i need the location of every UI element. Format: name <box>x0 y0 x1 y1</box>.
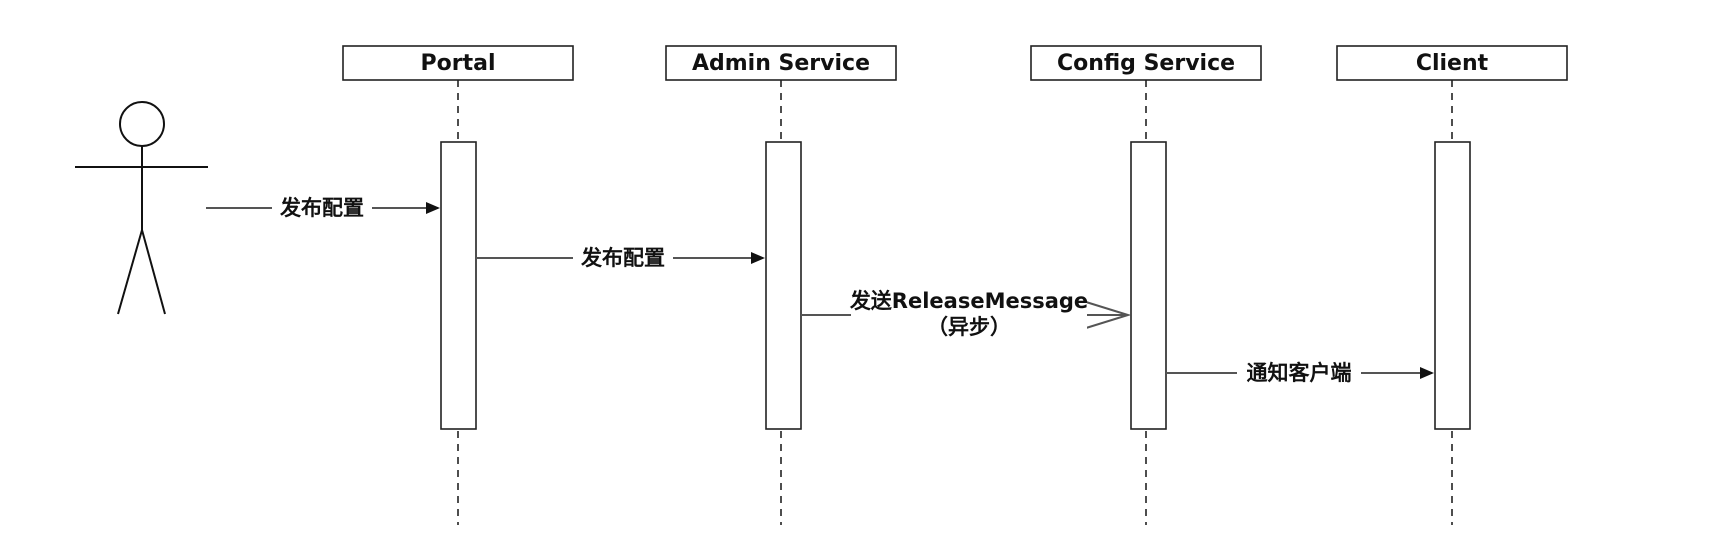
message-label: 发布配置 <box>279 196 364 220</box>
activation-bar-admin-service <box>765 141 802 430</box>
lifeline-title-portal: Portal <box>421 51 496 76</box>
message-admin-to-config-service: 发送ReleaseMessage （异步） <box>801 288 1132 339</box>
actor-figure <box>75 101 208 315</box>
lifeline-title-config-service: Config Service <box>1057 51 1235 76</box>
message-sublabel: （异步） <box>927 315 1011 339</box>
message-label: 发布配置 <box>580 246 665 270</box>
message-label: 发送ReleaseMessage <box>849 289 1088 313</box>
activation-bar-portal <box>440 141 477 430</box>
lifeline-header-portal <box>342 45 574 81</box>
lifeline-config-service: Config Service <box>1030 45 1262 525</box>
activation-bar-client <box>1434 141 1471 430</box>
lifeline-title-admin-service: Admin Service <box>692 51 870 76</box>
lifeline-title-client: Client <box>1416 51 1489 76</box>
lifeline-portal: Portal <box>342 45 574 525</box>
message-portal-to-admin-service: 发布配置 <box>476 243 765 273</box>
open-arrow-head <box>1085 301 1132 329</box>
lifeline-admin-service: Admin Service <box>665 45 897 525</box>
message-label: 通知客户端 <box>1247 361 1352 385</box>
activation-bar-config-service <box>1130 141 1167 430</box>
lifeline-header-client <box>1336 45 1568 81</box>
lifeline-header-config-service <box>1030 45 1262 81</box>
lifeline-client: Client <box>1336 45 1568 525</box>
message-config-to-client: 通知客户端 <box>1166 358 1434 388</box>
message-actor-to-portal: 发布配置 <box>206 193 440 223</box>
